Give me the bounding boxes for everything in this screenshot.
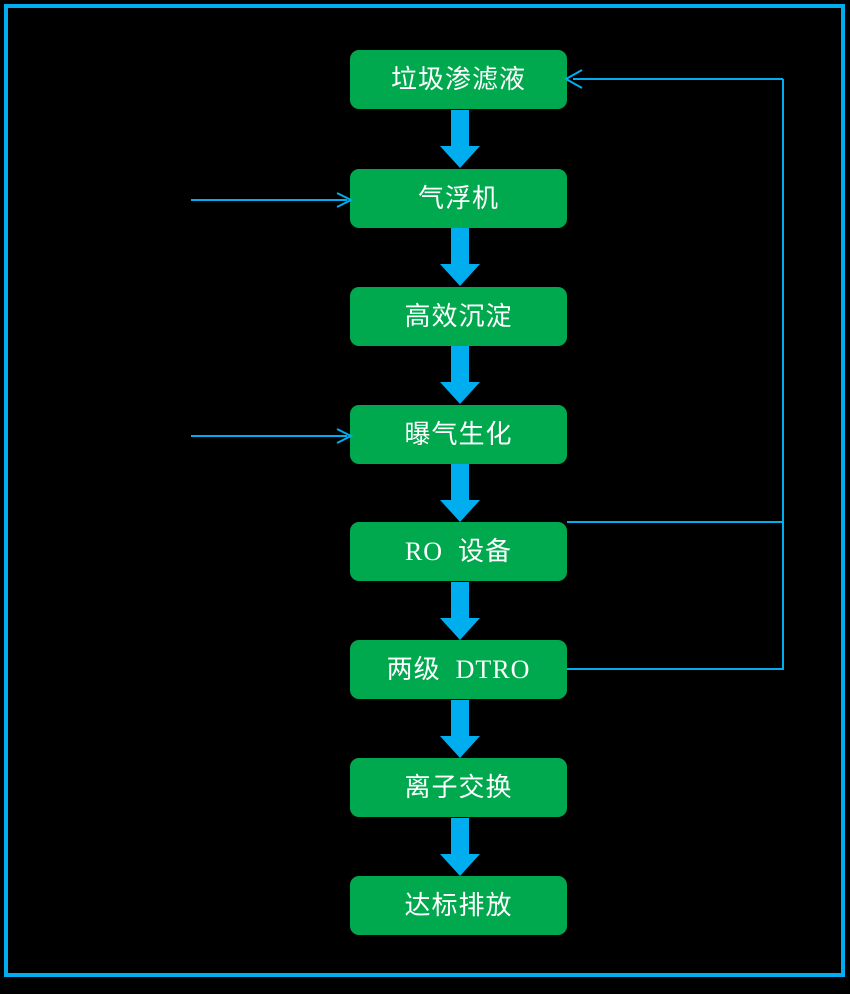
- node-label: 气浮机: [417, 183, 499, 213]
- process-node-aeration[interactable]: 曝气生化: [350, 405, 567, 464]
- node-label: 垃圾渗滤液: [390, 64, 526, 94]
- node-label: 两级 DTRO: [386, 654, 531, 684]
- node-label: 高效沉淀: [404, 301, 513, 331]
- arrow-down-icon: [440, 700, 480, 760]
- arrow-down-icon: [440, 464, 480, 524]
- process-node-ro[interactable]: RO 设备: [350, 522, 567, 581]
- arrow-down-icon: [440, 818, 480, 878]
- process-node-discharge[interactable]: 达标排放: [350, 876, 567, 935]
- process-node-leachate[interactable]: 垃圾渗滤液: [350, 50, 567, 109]
- process-node-sedimentation[interactable]: 高效沉淀: [350, 287, 567, 346]
- process-node-flotation[interactable]: 气浮机: [350, 169, 567, 228]
- feed-arrow-into-aeration-icon: [191, 426, 353, 446]
- arrow-down-icon: [440, 582, 480, 642]
- arrow-down-icon: [440, 228, 480, 288]
- node-label: 曝气生化: [404, 419, 513, 449]
- node-label: 达标排放: [404, 890, 513, 920]
- node-label: 离子交换: [404, 772, 513, 802]
- arrow-down-icon: [440, 346, 480, 406]
- node-label: RO 设备: [404, 536, 513, 566]
- process-node-ion-exchange[interactable]: 离子交换: [350, 758, 567, 817]
- process-node-dtro[interactable]: 两级 DTRO: [350, 640, 567, 699]
- arrow-down-icon: [440, 110, 480, 170]
- recycle-return-line: [560, 60, 800, 685]
- feed-arrow-into-flotation-icon: [191, 190, 353, 210]
